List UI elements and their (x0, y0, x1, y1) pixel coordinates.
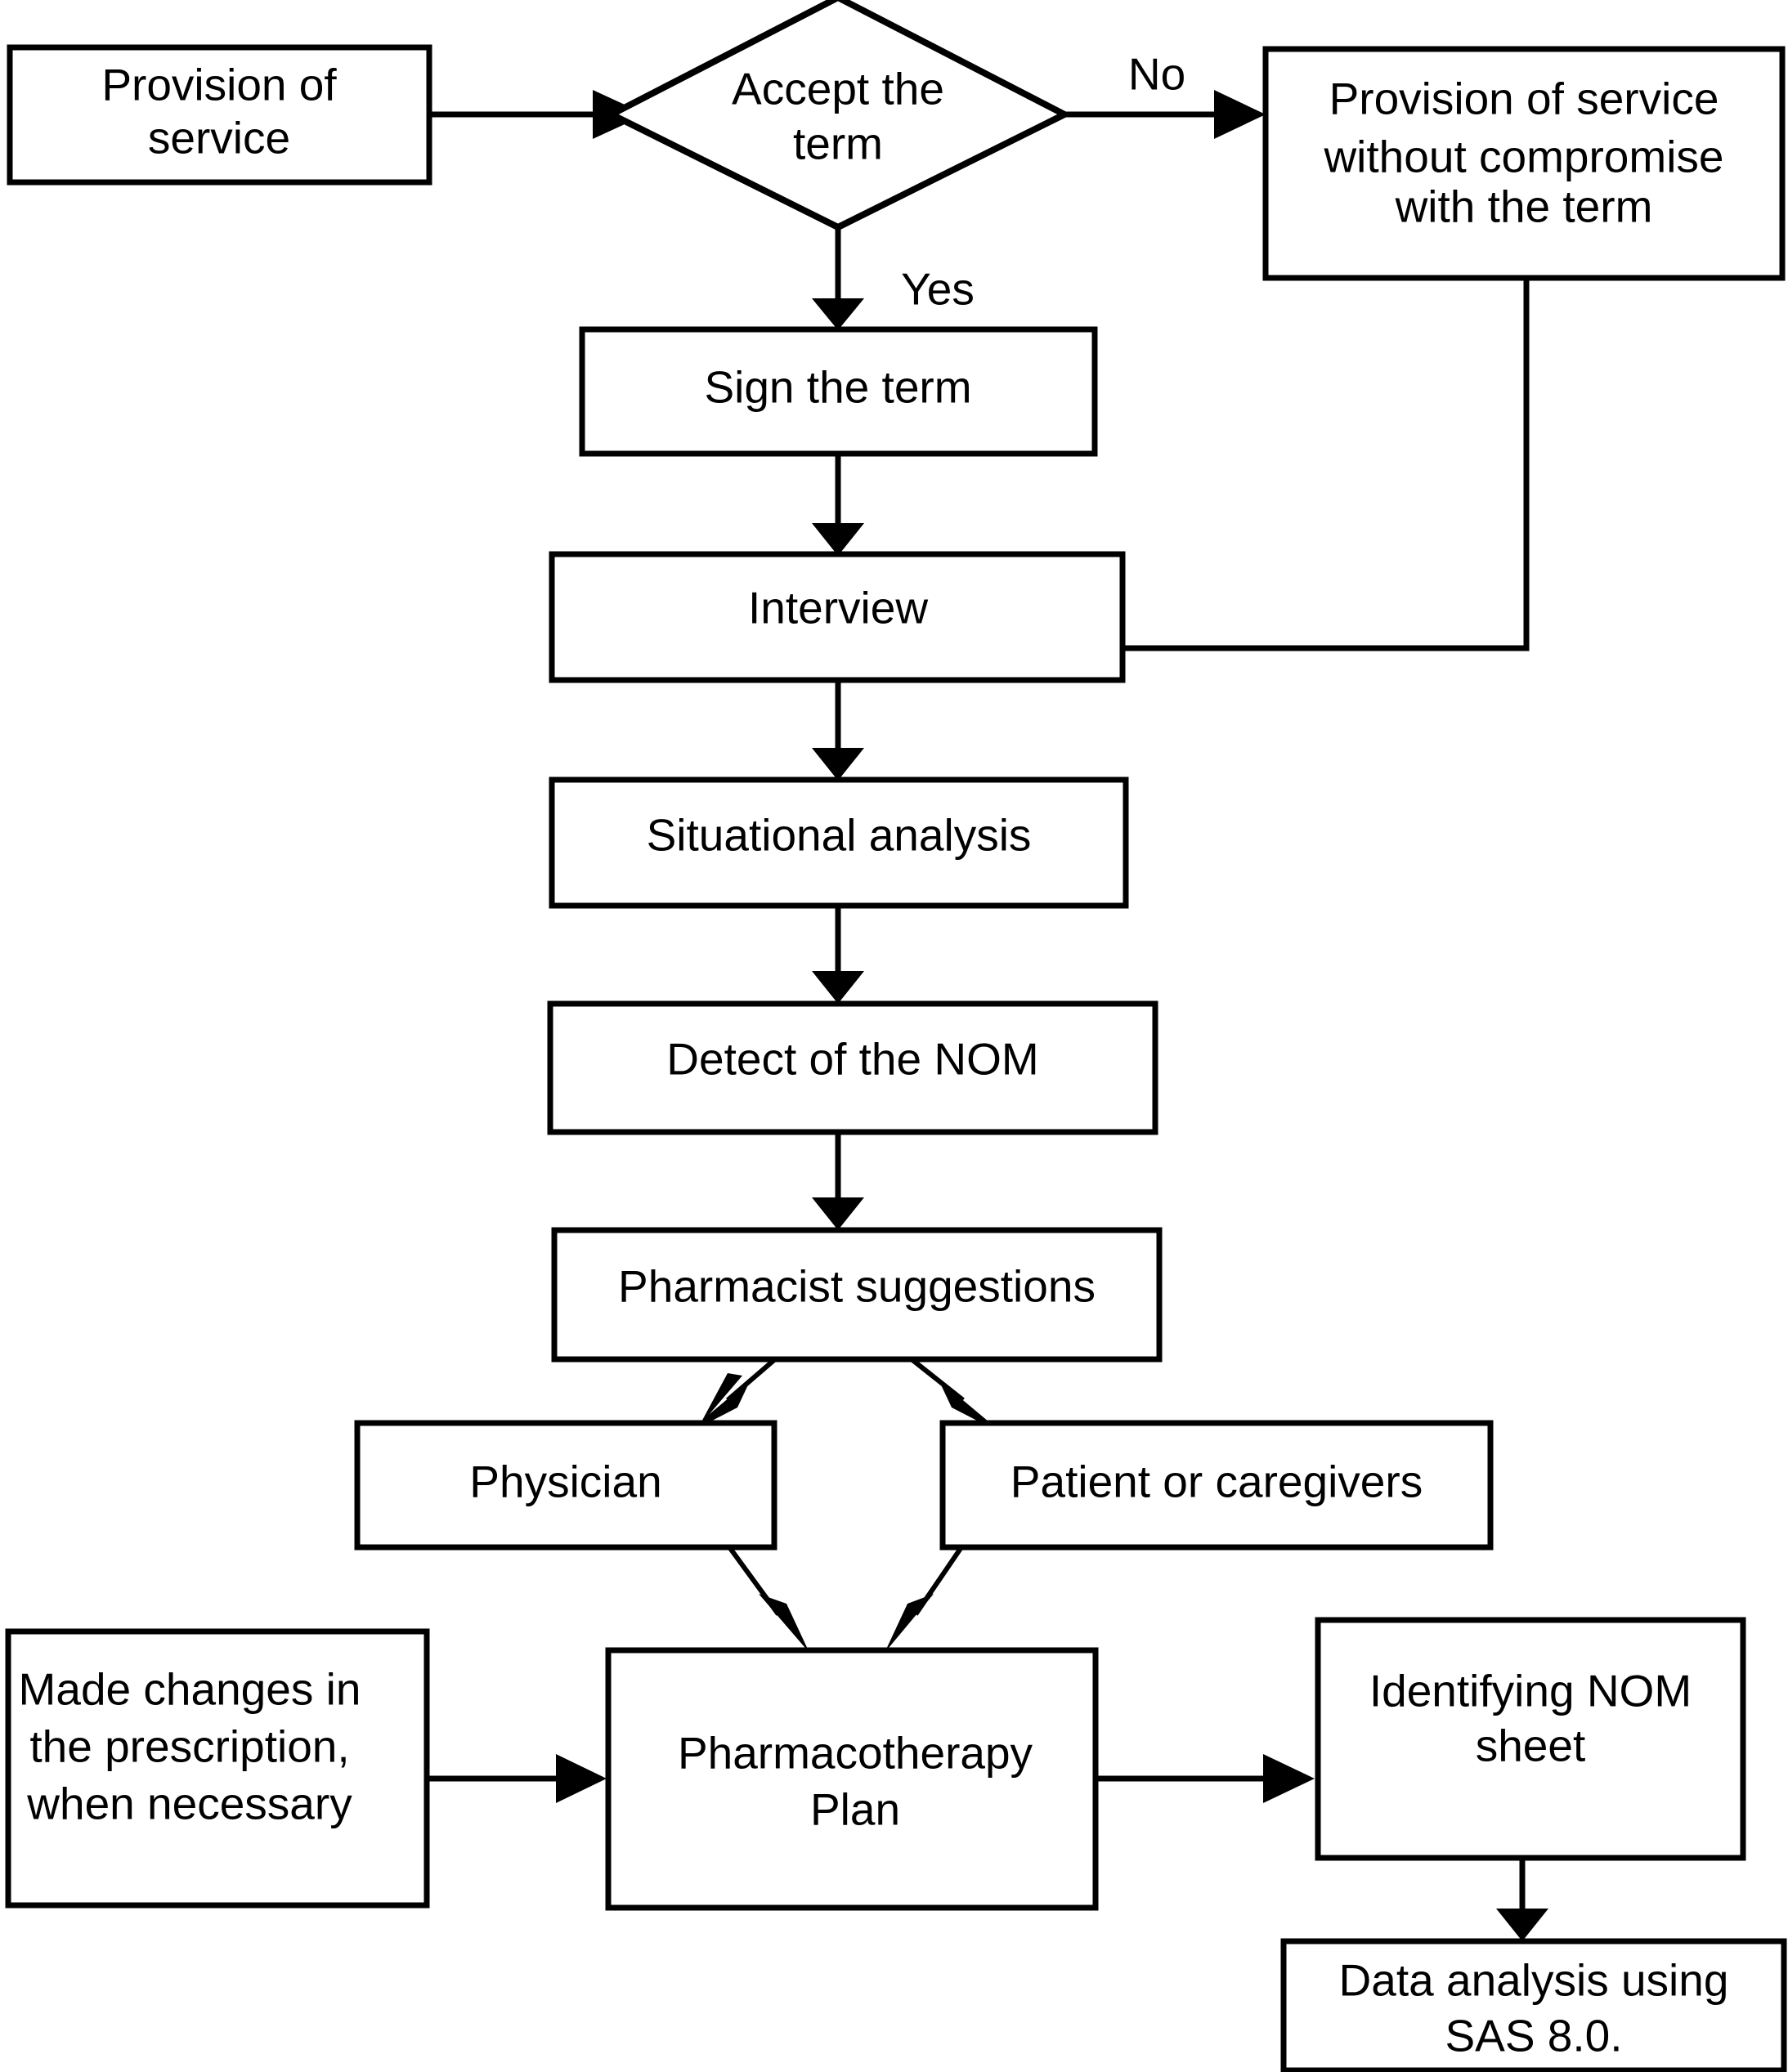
node-made-changes-line-1: Made changes in (19, 1664, 361, 1715)
node-accept-the-term[interactable]: Accept the term (604, 0, 1072, 231)
edge-without-compromise-to-interview (1123, 278, 1530, 651)
edge-identifying-nom-to-data-analysis (1496, 1858, 1548, 1941)
edge-made-changes-to-pharmacotherapy-plan (425, 1754, 607, 1803)
node-provision-without-compromise-line-3: with the term (1395, 181, 1653, 232)
edge-detect-nom-to-pharmacist-suggestions (812, 1132, 864, 1230)
node-pharmacist-suggestions[interactable]: Pharmacist suggestions (551, 1227, 1163, 1363)
node-provision-of-service[interactable]: Provision of service (7, 44, 432, 186)
node-detect-of-the-nom-label: Detect of the NOM (666, 1034, 1038, 1085)
node-accept-the-term-line-1: Accept the (732, 64, 944, 114)
node-situational-analysis[interactable]: Situational analysis (549, 776, 1129, 909)
edge-sign-term-to-interview (812, 454, 864, 556)
node-interview-label: Interview (748, 583, 928, 633)
node-made-changes-in-prescription[interactable]: Made changes in the prescription, when n… (5, 1628, 430, 1909)
node-sign-the-term[interactable]: Sign the term (579, 326, 1098, 457)
edge-accept-to-without-compromise (1056, 90, 1266, 139)
edge-accept-to-sign-term (812, 227, 864, 330)
node-identifying-nom-sheet[interactable]: Identifying NOM sheet (1315, 1617, 1746, 1861)
edge-pharmacotherapy-plan-to-identifying-nom (1096, 1754, 1315, 1803)
node-patient-or-caregivers-label: Patient or caregivers (1011, 1457, 1423, 1507)
node-identifying-nom-sheet-line-1: Identifying NOM (1369, 1666, 1692, 1716)
node-provision-without-compromise[interactable]: Provision of service without compromise … (1262, 46, 1786, 281)
node-interview[interactable]: Interview (549, 551, 1126, 683)
node-provision-of-service-line-2: service (148, 113, 290, 163)
node-physician[interactable]: Physician (354, 1420, 777, 1551)
node-provision-without-compromise-line-2: without compromise (1323, 132, 1723, 182)
node-pharmacotherapy-plan-line-2: Plan (810, 1784, 900, 1835)
node-data-analysis-sas-line-2: SAS 8.0. (1445, 2011, 1622, 2061)
node-pharmacotherapy-plan[interactable]: Pharmacotherapy Plan (605, 1647, 1099, 1911)
node-situational-analysis-label: Situational analysis (647, 810, 1032, 861)
edge-label-no: No (1128, 49, 1185, 100)
node-made-changes-line-3: when necessary (26, 1779, 352, 1829)
node-pharmacist-suggestions-label: Pharmacist suggestions (618, 1261, 1096, 1312)
edge-interview-to-situational-analysis (812, 680, 864, 781)
edge-physician-to-pharmacotherapy-plan (725, 1543, 809, 1653)
node-identifying-nom-sheet-line-2: sheet (1476, 1721, 1586, 1771)
edge-patient-to-pharmacotherapy-plan (885, 1543, 966, 1653)
node-accept-the-term-line-2: term (793, 119, 883, 169)
node-data-analysis-sas[interactable]: Data analysis using SAS 8.0. (1280, 1938, 1787, 2072)
edge-situational-analysis-to-detect-nom (812, 906, 864, 1004)
node-provision-without-compromise-line-1: Provision of service (1329, 74, 1719, 124)
node-sign-the-term-label: Sign the term (704, 362, 971, 413)
node-data-analysis-sas-line-1: Data analysis using (1339, 1955, 1729, 2006)
node-physician-label: Physician (469, 1457, 661, 1507)
node-made-changes-line-2: the prescription, (29, 1721, 349, 1772)
node-detect-of-the-nom[interactable]: Detect of the NOM (547, 1000, 1158, 1135)
node-pharmacotherapy-plan-line-1: Pharmacotherapy (678, 1728, 1033, 1779)
node-provision-of-service-line-1: Provision of (101, 60, 337, 110)
node-patient-or-caregivers[interactable]: Patient or caregivers (939, 1420, 1494, 1551)
edge-label-yes: Yes (901, 264, 975, 315)
